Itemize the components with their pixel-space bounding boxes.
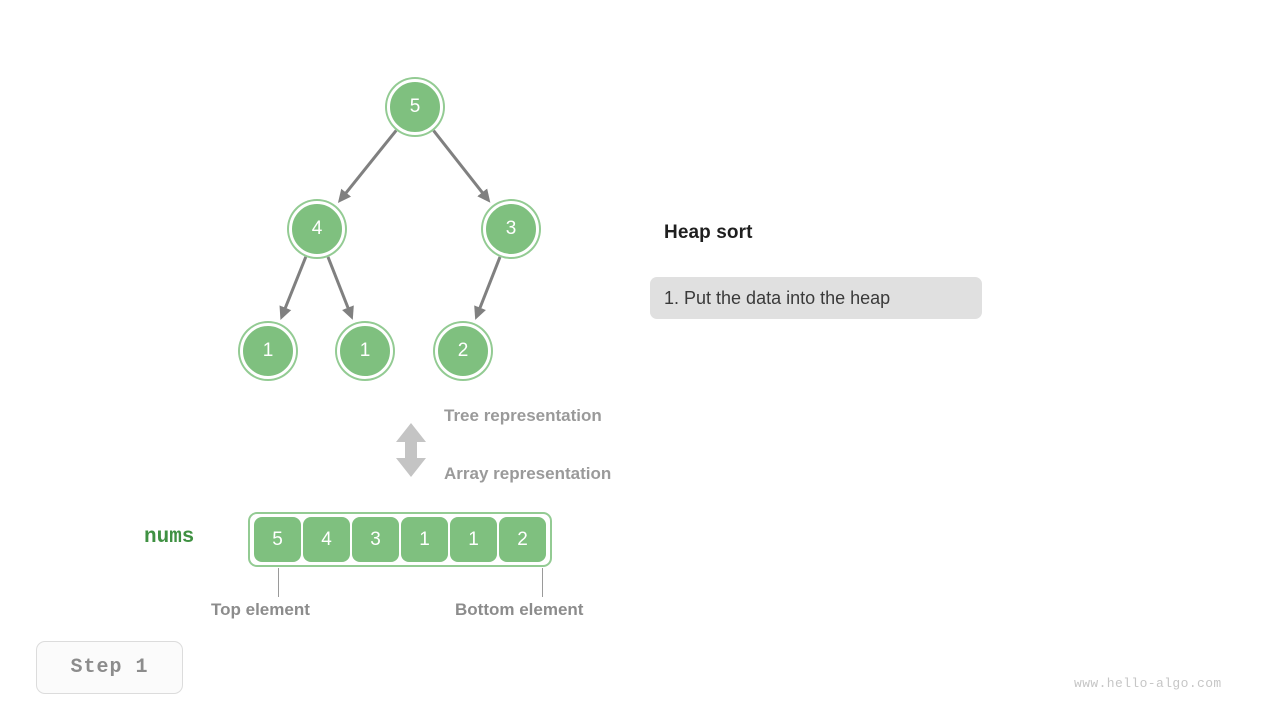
array-cell: 2 xyxy=(499,517,546,562)
top-element-label: Top element xyxy=(211,600,310,619)
step-badge: Step 1 xyxy=(36,641,183,694)
tree-node: 3 xyxy=(483,201,539,257)
tree-node: 5 xyxy=(387,79,443,135)
tree-edge xyxy=(474,256,502,320)
array-cell: 1 xyxy=(401,517,448,562)
array-cell: 5 xyxy=(254,517,301,562)
tree-node: 2 xyxy=(435,323,491,379)
tree-edge xyxy=(279,256,308,321)
array-representation-label: Array representation xyxy=(444,464,612,483)
tree-node: 1 xyxy=(240,323,296,379)
nums-label: nums xyxy=(144,526,195,549)
tree-node: 4 xyxy=(289,201,345,257)
tree-representation-label: Tree representation xyxy=(444,406,602,425)
top-element-leader-line xyxy=(278,568,279,597)
array-cell: 3 xyxy=(352,517,399,562)
bottom-element-label: Bottom element xyxy=(455,600,584,619)
array-cell: 4 xyxy=(303,517,350,562)
watermark: www.hello-algo.com xyxy=(1074,676,1222,691)
array-cell: 1 xyxy=(450,517,497,562)
bottom-element-leader-line xyxy=(542,568,543,597)
page-title: Heap sort xyxy=(664,222,753,243)
tree-edge xyxy=(432,129,491,203)
double-arrow-icon xyxy=(396,423,426,477)
step-description-box: 1. Put the data into the heap xyxy=(650,277,982,319)
tree-edge xyxy=(326,256,354,320)
tree-node: 1 xyxy=(337,323,393,379)
tree-edge xyxy=(337,129,398,203)
